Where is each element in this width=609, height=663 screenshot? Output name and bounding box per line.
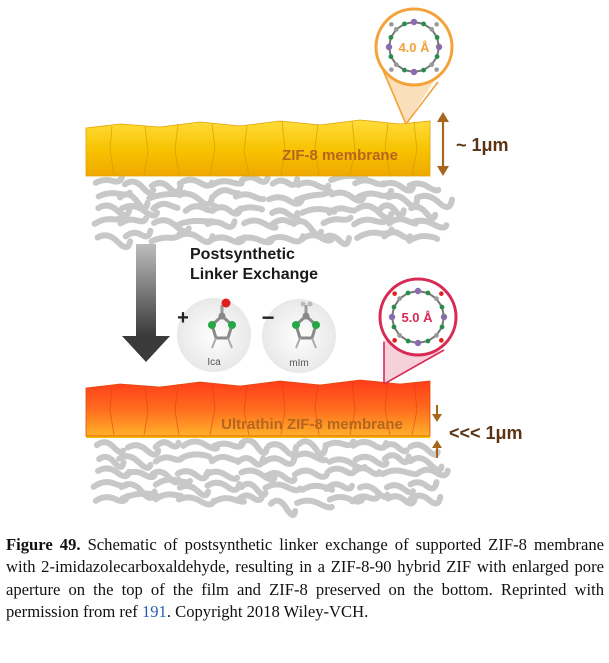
- thickness-label-top: ~ 1μm: [456, 135, 509, 155]
- ultrathin-membrane-layer: [85, 379, 431, 437]
- pore-molecular-ring-small: [385, 18, 443, 76]
- process-down-arrow: [122, 244, 170, 362]
- ultrathin-grain-boundaries: [109, 380, 418, 436]
- mim-molecule-icon: [292, 301, 320, 349]
- figure-label: Figure 49.: [6, 535, 81, 554]
- thickness-arrow-top: [437, 112, 449, 176]
- thickness-label-bottom: <<< 1μm: [449, 423, 523, 443]
- pore-bubble-small: 4.0 Å: [374, 7, 454, 87]
- zif8-membrane-label: ZIF-8 membrane: [282, 147, 398, 164]
- pore-size-label-small: 4.0 Å: [398, 40, 430, 55]
- process-title-line1: Postsynthetic: [190, 246, 295, 263]
- thickness-arrow-bottom: [432, 405, 442, 458]
- removed-linker-label: mIm: [289, 358, 308, 369]
- caption-text-end: . Copyright 2018 Wiley-VCH.: [166, 601, 369, 621]
- pore-molecular-ring-large: [388, 287, 448, 347]
- zif8-membrane-layer: [85, 119, 431, 177]
- added-linker-label: Ica: [207, 357, 221, 368]
- ultrathin-membrane-label: Ultrathin ZIF-8 membrane: [221, 416, 403, 433]
- bottom-substrate: [90, 437, 451, 518]
- caption-text: Schematic of postsynthetic linker exchan…: [6, 535, 604, 621]
- process-title-line2: Linker Exchange: [190, 266, 318, 283]
- pore-callout-line-small-2: [405, 81, 439, 125]
- reference-link[interactable]: 191: [141, 601, 167, 621]
- top-substrate: [91, 172, 455, 251]
- figure-caption: Figure 49. Schematic of postsynthetic li…: [6, 534, 604, 623]
- add-sign: +: [177, 307, 189, 329]
- pore-size-label-large: 5.0 Å: [401, 310, 433, 325]
- remove-sign: −: [262, 305, 275, 330]
- pore-callout-line-small: [382, 69, 407, 125]
- pore-callout-line-large-2: [383, 349, 445, 385]
- pore-bubble-large: 5.0 Å: [378, 277, 458, 357]
- figure-schematic: ZIF-8 membrane 4.0 Å ~ 1μm Postsynthetic…: [85, 7, 523, 518]
- ica-molecule-icon: [208, 298, 236, 349]
- zif8-grain-boundaries: [109, 120, 418, 176]
